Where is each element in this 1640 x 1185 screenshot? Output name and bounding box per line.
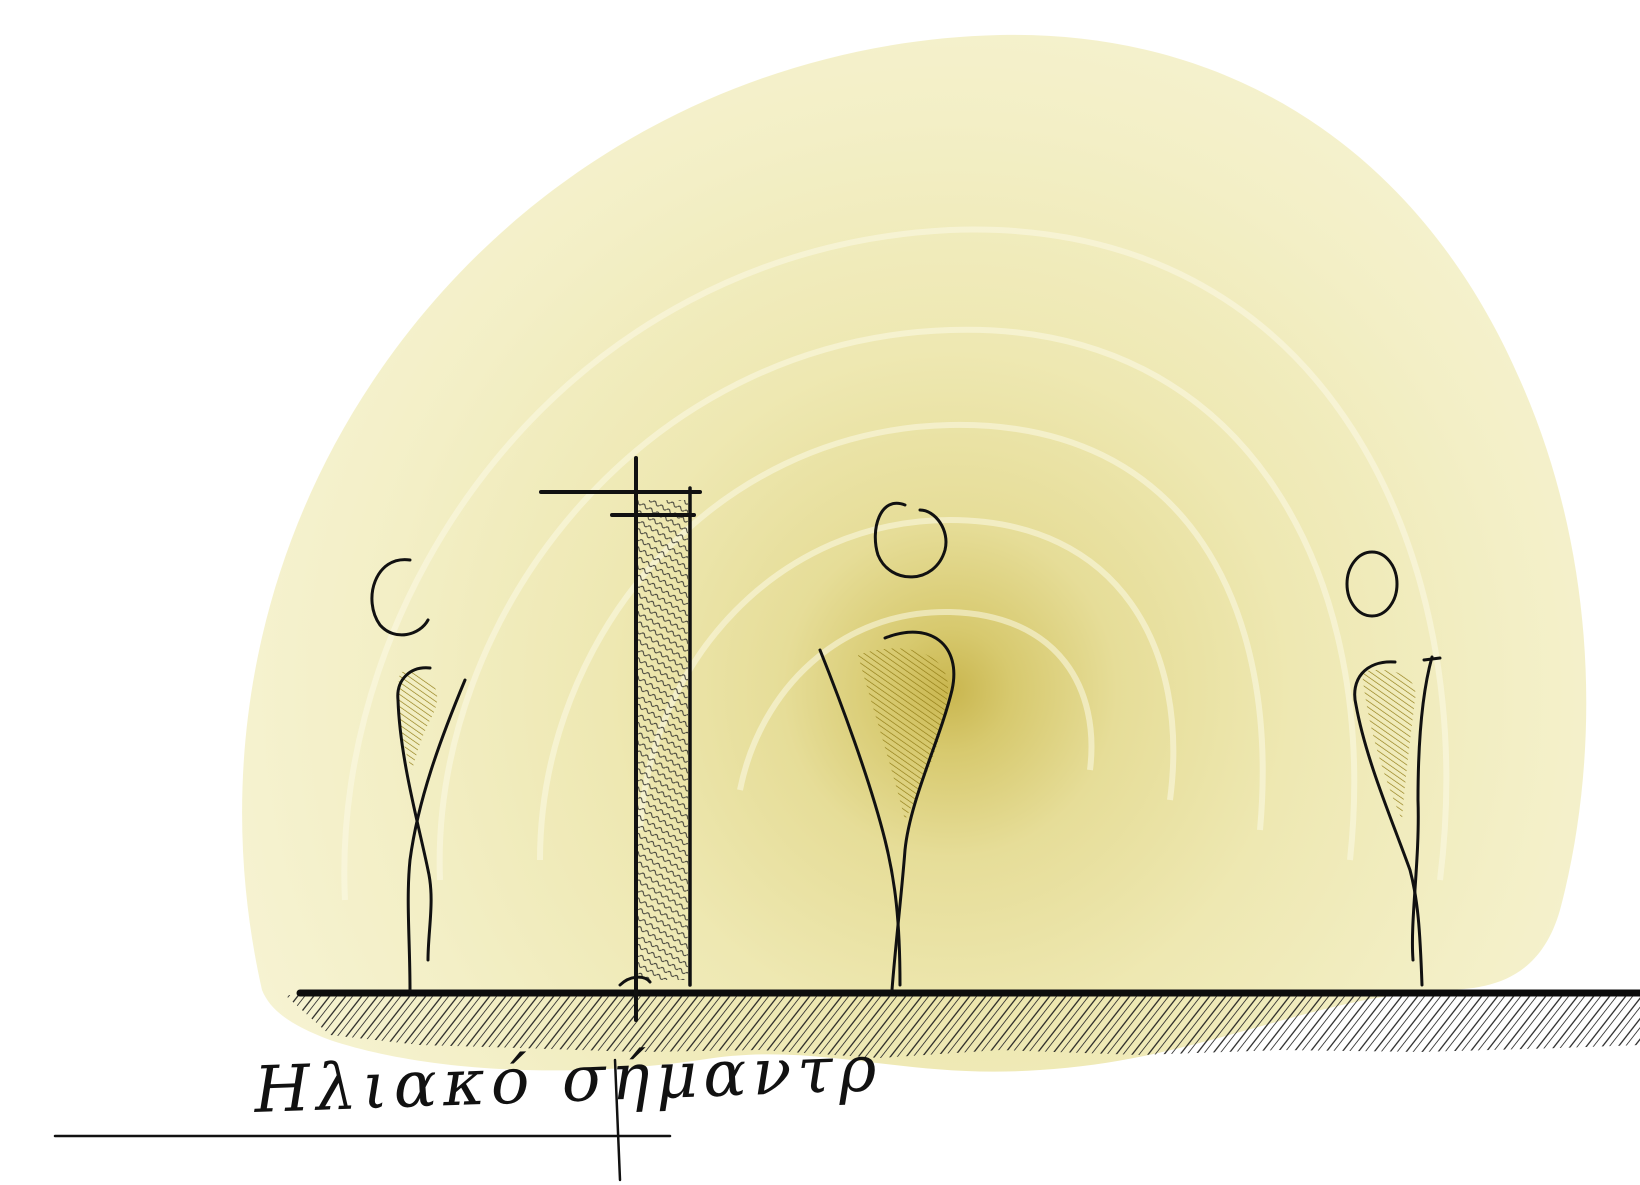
sun-glow-disc [242, 35, 1586, 1072]
sun-glow [242, 35, 1586, 1072]
pillar-shaft-fill [638, 500, 688, 980]
caption: Ηλιακό σήμαντρ [252, 1032, 884, 1128]
